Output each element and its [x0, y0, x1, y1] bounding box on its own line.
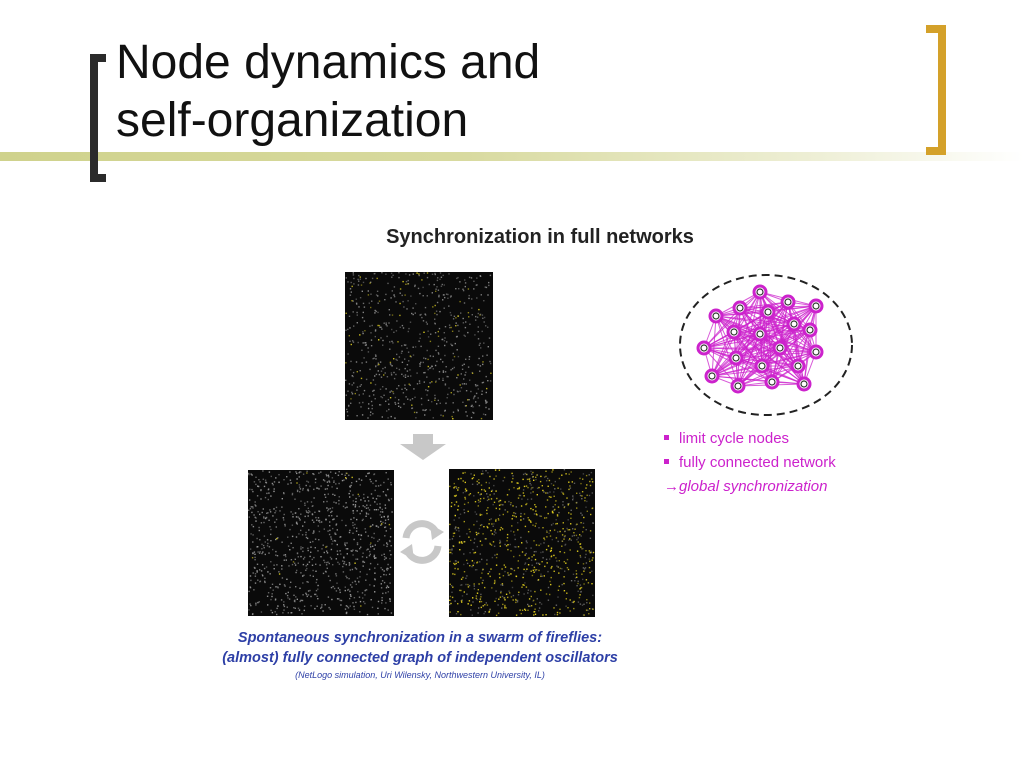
network-node	[802, 322, 818, 338]
network-node	[780, 294, 796, 310]
network-nodes	[696, 284, 824, 394]
refresh-cycle-icon	[400, 520, 444, 564]
title-underline-rule	[0, 152, 1024, 161]
caption-credit: (NetLogo simulation, Uri Wilensky, North…	[295, 670, 545, 680]
network-node	[732, 300, 748, 316]
network-properties-list: limit cycle nodes fully connected networ…	[664, 428, 836, 500]
network-node	[786, 316, 802, 332]
result-line: →global synchronization	[664, 478, 828, 495]
firefly-panel-flashing-phase	[449, 469, 595, 617]
caption-line-1: Spontaneous synchronization in a swarm o…	[237, 630, 603, 646]
slide-title-line-1: Node dynamics and	[116, 36, 541, 89]
network-node	[696, 340, 712, 356]
firefly-swarm-canvas	[345, 272, 493, 420]
network-node	[752, 284, 768, 300]
network-node	[730, 378, 746, 394]
network-node	[772, 340, 788, 356]
network-node	[754, 358, 770, 374]
network-node	[704, 368, 720, 384]
firefly-panel-dark-phase	[248, 470, 394, 616]
bullet-square-icon	[664, 458, 669, 464]
slide-title-line-2: self-organization	[116, 94, 469, 147]
network-node	[796, 376, 812, 392]
bullet-text: limit cycle nodes	[679, 430, 790, 447]
network-node	[790, 358, 806, 374]
figure-caption: Spontaneous synchronization in a swarm o…	[200, 628, 640, 682]
network-node	[808, 344, 824, 360]
firefly-panel-unsynchronized	[345, 272, 493, 420]
network-node	[726, 324, 742, 340]
list-item: limit cycle nodes	[664, 428, 836, 452]
left-bracket-decoration	[90, 54, 106, 182]
caption-line-2: (almost) fully connected graph of indepe…	[222, 650, 618, 666]
figure-heading: Synchronization in full networks	[386, 226, 694, 248]
arrow-down-icon	[400, 434, 446, 460]
bullet-text: fully connected network	[679, 454, 836, 471]
list-item: fully connected network	[664, 452, 836, 476]
network-node	[708, 308, 724, 324]
firefly-swarm-canvas	[449, 469, 595, 617]
network-boundary	[679, 274, 853, 416]
slide-title: Node dynamics and self-organization	[116, 34, 540, 150]
bullet-square-icon	[664, 434, 669, 440]
network-node	[808, 298, 824, 314]
network-node	[728, 350, 744, 366]
fully-connected-network-diagram	[679, 274, 853, 416]
network-node	[752, 326, 768, 342]
network-node	[760, 304, 776, 320]
firefly-swarm-canvas	[248, 470, 394, 616]
network-node	[764, 374, 780, 390]
right-bracket-decoration	[926, 25, 946, 155]
